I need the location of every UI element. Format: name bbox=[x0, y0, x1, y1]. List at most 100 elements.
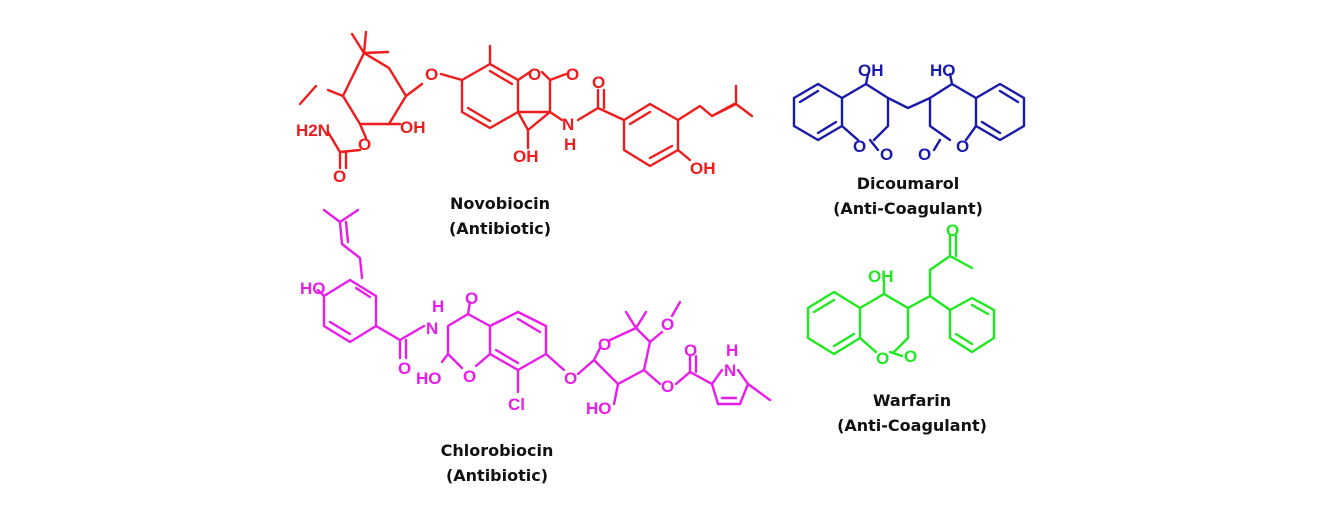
novobiocin-atoms: O O O OH H2N O O OH N H O OH bbox=[296, 65, 716, 186]
novobiocin-gem-dimethyl bbox=[350, 30, 390, 55]
dicoumarol-structure: OH HO O O O O Dicoumarol (Anti-Coagulant… bbox=[792, 61, 1026, 218]
novobiocin-atom-o-amide: O bbox=[592, 73, 605, 92]
chlorobiocin-bonds bbox=[316, 208, 772, 406]
novobiocin-benzo-ring bbox=[460, 62, 520, 130]
novobiocin-prenyl bbox=[676, 84, 754, 122]
chlorobiocin-atom-ho-coumarin: HO bbox=[416, 369, 442, 388]
novobiocin-benzo-double bbox=[466, 69, 514, 123]
novobiocin-role: (Antibiotic) bbox=[449, 219, 551, 238]
warfarin-atoms: OH O O O bbox=[868, 221, 959, 368]
chlorobiocin-benzo-double bbox=[494, 317, 542, 365]
dicoumarol-atom-o-ring-left: O bbox=[853, 137, 866, 156]
novobiocin-bonds bbox=[298, 30, 754, 170]
chlorobiocin-atom-ho-phenol: HO bbox=[300, 279, 326, 298]
chlorobiocin-atom-o-amide: O bbox=[398, 359, 411, 378]
warfarin-name: Warfarin bbox=[873, 391, 951, 410]
chlorobiocin-atom-o-ring: O bbox=[463, 367, 476, 386]
dicoumarol-left-benzo-double bbox=[798, 89, 838, 135]
warfarin-side-chain bbox=[906, 234, 974, 310]
warfarin-atom-o-carbonyl: O bbox=[904, 347, 917, 366]
dicoumarol-right-benzo-double bbox=[980, 89, 1020, 135]
chlorobiocin-atom-o-ester: O bbox=[661, 377, 674, 396]
chlorobiocin-atom-o-sugar-ring: O bbox=[598, 335, 611, 354]
chlorobiocin-o-link-bond-b bbox=[576, 358, 596, 376]
chlorobiocin-pyrrole-methyl bbox=[746, 382, 772, 402]
dicoumarol-atoms: OH HO O O O O bbox=[853, 61, 969, 164]
chlorobiocin-phenol-oh-bond bbox=[316, 288, 326, 298]
dicoumarol-atom-o-ring-right: O bbox=[956, 137, 969, 156]
chlorobiocin-o-link-bond bbox=[544, 352, 566, 372]
warfarin-atom-o-ketone: O bbox=[946, 221, 959, 240]
novobiocin-atom-h: H bbox=[564, 135, 576, 154]
chlorobiocin-atom-n-amide: N bbox=[426, 319, 438, 338]
chlorobiocin-atom-o-methoxy: O bbox=[661, 315, 674, 334]
chlorobiocin-ester bbox=[674, 354, 714, 386]
novobiocin-atom-oh-phenol: OH bbox=[690, 159, 716, 178]
dicoumarol-name: Dicoumarol bbox=[857, 174, 959, 193]
novobiocin-atom-o-ether: O bbox=[425, 65, 438, 84]
chlorobiocin-atom-h-amide: H bbox=[432, 297, 444, 316]
novobiocin-carbamate-link bbox=[358, 122, 368, 140]
chlorobiocin-atom-o-keto: O bbox=[465, 289, 478, 308]
warfarin-phenyl-double bbox=[954, 303, 990, 346]
novobiocin-amide-bond-a bbox=[548, 110, 564, 122]
warfarin-phenyl-ring bbox=[948, 296, 996, 354]
chlorobiocin-atoms: HO H N O O HO O Cl O O O HO O O H N bbox=[300, 279, 738, 418]
chlorobiocin-role: (Antibiotic) bbox=[446, 466, 548, 485]
novobiocin-atom-oh-coumarin: OH bbox=[513, 147, 539, 166]
novobiocin-atom-o-carbamate-link: O bbox=[358, 135, 371, 154]
chlorobiocin-atom-h-pyrrole: H bbox=[726, 341, 738, 360]
novobiocin-structure: O O O OH H2N O O OH N H O OH Novobiocin … bbox=[296, 30, 754, 238]
dicoumarol-methylene-bridge bbox=[886, 96, 932, 110]
warfarin-atom-o-ring: O bbox=[876, 349, 889, 368]
chlorobiocin-benzo-ring bbox=[488, 310, 548, 372]
chlorobiocin-amide bbox=[374, 324, 426, 360]
dicoumarol-atom-oh-right: HO bbox=[930, 61, 956, 80]
novobiocin-sugar-ring bbox=[341, 51, 408, 126]
novobiocin-atom-o-carbamate: O bbox=[333, 167, 346, 186]
chlorobiocin-sugar-oh-ester bbox=[612, 368, 662, 406]
novobiocin-ether-bond-a bbox=[404, 82, 424, 98]
dicoumarol-role: (Anti-Coagulant) bbox=[833, 199, 983, 218]
warfarin-atom-oh: OH bbox=[868, 267, 894, 286]
warfarin-phenyl-link bbox=[928, 294, 952, 312]
chlorobiocin-atom-ho-sugar: HO bbox=[586, 399, 612, 418]
warfarin-bonds bbox=[806, 234, 996, 358]
chlorobiocin-sugar-substituents bbox=[624, 300, 682, 344]
novobiocin-atom-o-carbonyl: O bbox=[566, 65, 579, 84]
novobiocin-name: Novobiocin bbox=[450, 194, 550, 213]
warfarin-benzo-double bbox=[812, 298, 856, 348]
warfarin-role: (Anti-Coagulant) bbox=[837, 416, 987, 435]
chlorobiocin-phenol-double bbox=[328, 286, 372, 336]
warfarin-structure: OH O O O Warfarin (Anti-Coagulant) bbox=[806, 221, 996, 435]
chlorobiocin-atom-o-link: O bbox=[564, 369, 577, 388]
novobiocin-atom-h2n: H2N bbox=[296, 121, 330, 140]
dicoumarol-right-benzo-ring bbox=[974, 82, 1026, 142]
novobiocin-carbamate bbox=[326, 130, 362, 170]
novobiocin-methoxy bbox=[298, 84, 345, 106]
chlorobiocin-pyrrole-ring bbox=[710, 368, 750, 406]
chlorobiocin-atom-n-pyrrole: N bbox=[724, 361, 736, 380]
dicoumarol-atom-oh-left: OH bbox=[858, 61, 884, 80]
novobiocin-amide bbox=[576, 88, 626, 122]
chlorobiocin-pyranone-ring bbox=[440, 300, 492, 370]
novobiocin-atom-oh-sugar: OH bbox=[400, 118, 426, 137]
warfarin-pyranone bbox=[858, 280, 910, 358]
chlorobiocin-sugar-ring bbox=[592, 326, 652, 386]
novobiocin-pyranone-ring bbox=[516, 70, 568, 132]
novobiocin-benzamide-double bbox=[628, 110, 674, 160]
dicoumarol-atom-o-carbonyl-right: O bbox=[918, 145, 931, 164]
dicoumarol-atom-o-carbonyl-left: O bbox=[880, 145, 893, 164]
dicoumarol-bonds bbox=[792, 72, 1026, 152]
chlorobiocin-atom-cl: Cl bbox=[508, 395, 525, 414]
chlorobiocin-prenyl bbox=[322, 208, 364, 280]
novobiocin-phenol-bond bbox=[676, 148, 692, 162]
chlorobiocin-name: Chlorobiocin bbox=[441, 441, 554, 460]
chlorobiocin-atom-o-ester-carbonyl: O bbox=[684, 341, 697, 360]
novobiocin-ether-bond-b bbox=[439, 72, 464, 82]
novobiocin-atom-n: N bbox=[562, 115, 574, 134]
chlorobiocin-structure: HO H N O O HO O Cl O O O HO O O H N Chlo… bbox=[300, 208, 772, 485]
novobiocin-atom-o-ring: O bbox=[528, 65, 541, 84]
